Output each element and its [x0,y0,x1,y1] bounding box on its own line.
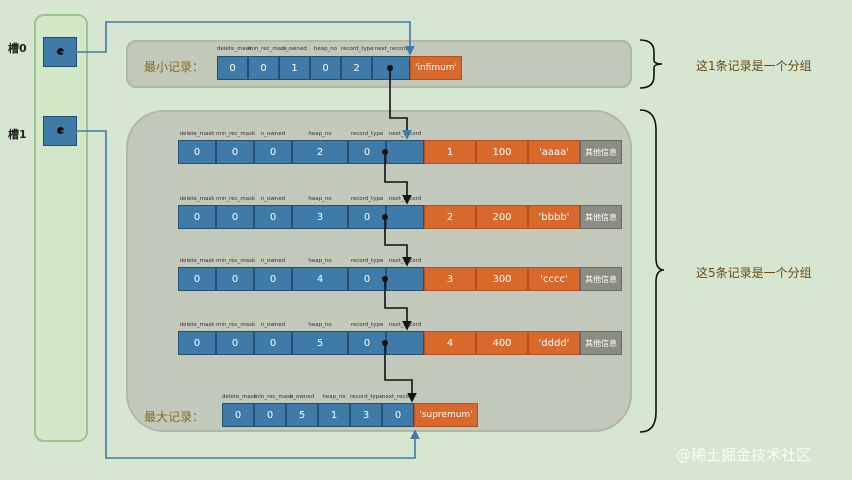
next-link [384,343,417,403]
data-cell: 4 [424,331,476,355]
header-cell: 1 [318,403,350,427]
header-label: heap_no [313,46,338,52]
header-cell: 0 [254,267,292,291]
next-record-cell [386,267,424,291]
extra-info-cell: 其他信息 [580,205,622,229]
extra-info-cell: 其他信息 [580,331,622,355]
infimum-label: 最小记录： [144,60,205,74]
data-cell: 'cccc' [528,267,580,291]
header-cell: 0 [254,140,292,164]
header-cell: 1 [279,56,310,80]
data-cell: 100 [476,140,528,164]
header-label: record_type [341,46,374,52]
header-cell: 2 [292,140,348,164]
header-cell: 3 [292,205,348,229]
pointer-dot [382,149,388,155]
pointer-dot [382,276,388,282]
group-2-brace [639,109,665,433]
header-cell: 0 [222,403,254,427]
next-record-cell: 0 [382,403,414,427]
group-1-label: 这1条记录是一个分组 [696,59,812,73]
extra-info-cell: 其他信息 [580,140,622,164]
data-cell: 'bbbb' [528,205,580,229]
header-cell: 0 [348,267,386,291]
header-cell: 0 [310,56,341,80]
next-link [384,217,412,267]
header-cell: 0 [178,205,216,229]
next-link [384,279,412,331]
next-record-cell [386,205,424,229]
group-2-label: 这5条记录是一个分组 [696,266,812,280]
supremum-data-cell: 'supremum' [414,403,478,427]
next-link [389,68,412,140]
header-cell: 2 [341,56,372,80]
next-link [384,152,412,205]
slot-1-label: 槽1 [8,128,27,141]
header-cell: 0 [216,205,254,229]
header-cell: 3 [350,403,382,427]
data-cell: 3 [424,267,476,291]
pointer-dot [382,214,388,220]
header-cell: 0 [216,140,254,164]
pointer-dot [382,340,388,346]
slot-directory [34,14,88,442]
header-cell: 0 [178,140,216,164]
data-cell: 300 [476,267,528,291]
extra-info-cell: 其他信息 [580,267,622,291]
header-cell: 0 [254,205,292,229]
header-cell: 0 [178,331,216,355]
header-cell: 0 [248,56,279,80]
slot-1-link [61,130,420,459]
header-cell: 0 [216,267,254,291]
watermark: @稀土掘金技术社区 [676,446,812,464]
slot-0-label: 槽0 [8,42,27,55]
header-cell: 0 [254,403,286,427]
header-cell: 0 [348,205,386,229]
header-cell: 0 [254,331,292,355]
data-cell: 2 [424,205,476,229]
data-cell: 'aaaa' [528,140,580,164]
infimum-data-cell: 'infimum' [410,56,462,80]
header-label: next_record [374,46,408,52]
supremum-label: 最大记录： [144,410,205,424]
slot-0-pointer-dot [57,48,64,55]
data-cell: 1 [424,140,476,164]
next-record-cell [386,140,424,164]
header-cell: 5 [286,403,318,427]
header-label: n_owned [282,46,307,52]
header-cell: 0 [217,56,248,80]
pointer-dot [387,65,393,71]
slot-1-pointer-dot [57,127,64,134]
header-label: delete_mask [217,46,252,52]
group-1-brace [639,39,663,89]
header-cell: 5 [292,331,348,355]
header-cell: 0 [348,331,386,355]
header-cell: 0 [178,267,216,291]
data-cell: 400 [476,331,528,355]
header-cell: 0 [348,140,386,164]
header-cell: 4 [292,267,348,291]
header-label: min_rec_mask [248,46,288,52]
data-cell: 'dddd' [528,331,580,355]
data-cell: 200 [476,205,528,229]
header-cell: 0 [216,331,254,355]
slot-0-link [61,21,415,56]
next-record-cell [386,331,424,355]
